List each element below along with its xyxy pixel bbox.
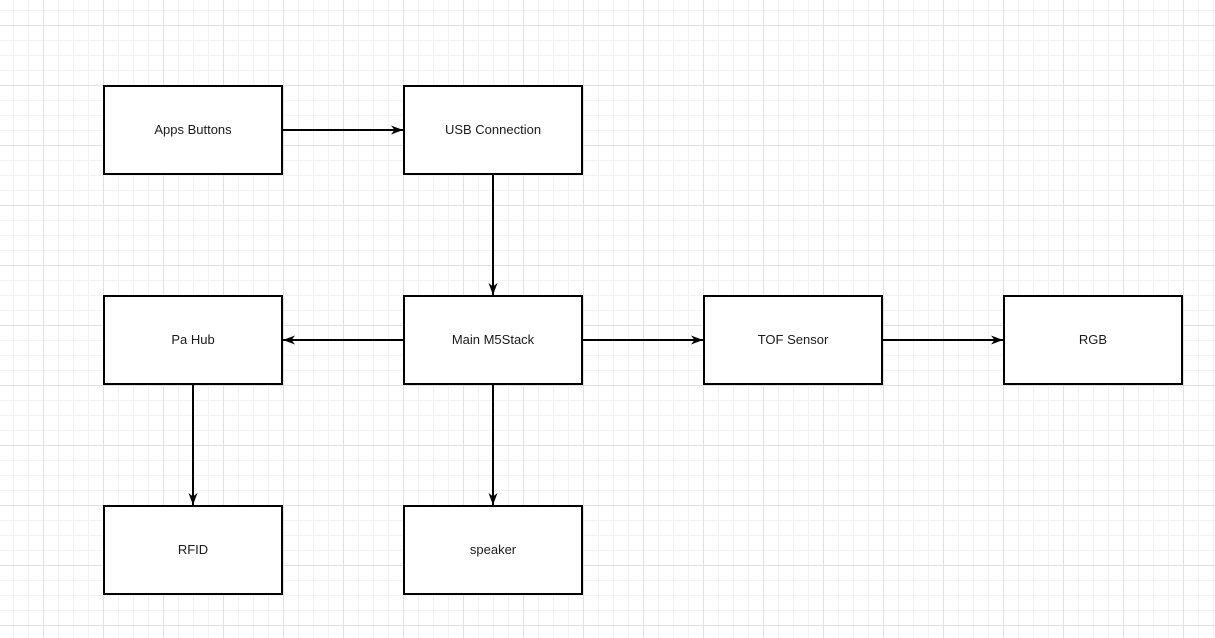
node-usb-connection[interactable]: USB Connection [403, 85, 583, 175]
node-rgb[interactable]: RGB [1003, 295, 1183, 385]
node-apps-buttons[interactable]: Apps Buttons [103, 85, 283, 175]
node-label-main-m5stack: Main M5Stack [451, 332, 535, 348]
node-main-m5stack[interactable]: Main M5Stack [403, 295, 583, 385]
node-label-rgb: RGB [1078, 332, 1108, 348]
node-label-pa-hub: Pa Hub [171, 332, 215, 348]
node-label-usb-connection: USB Connection [444, 122, 542, 138]
node-rfid[interactable]: RFID [103, 505, 283, 595]
node-speaker[interactable]: speaker [403, 505, 583, 595]
node-label-rfid: RFID [177, 542, 209, 558]
node-pa-hub[interactable]: Pa Hub [103, 295, 283, 385]
node-label-speaker: speaker [469, 542, 517, 558]
node-label-tof-sensor: TOF Sensor [757, 332, 829, 348]
node-label-apps-buttons: Apps Buttons [154, 122, 232, 138]
node-tof-sensor[interactable]: TOF Sensor [703, 295, 883, 385]
